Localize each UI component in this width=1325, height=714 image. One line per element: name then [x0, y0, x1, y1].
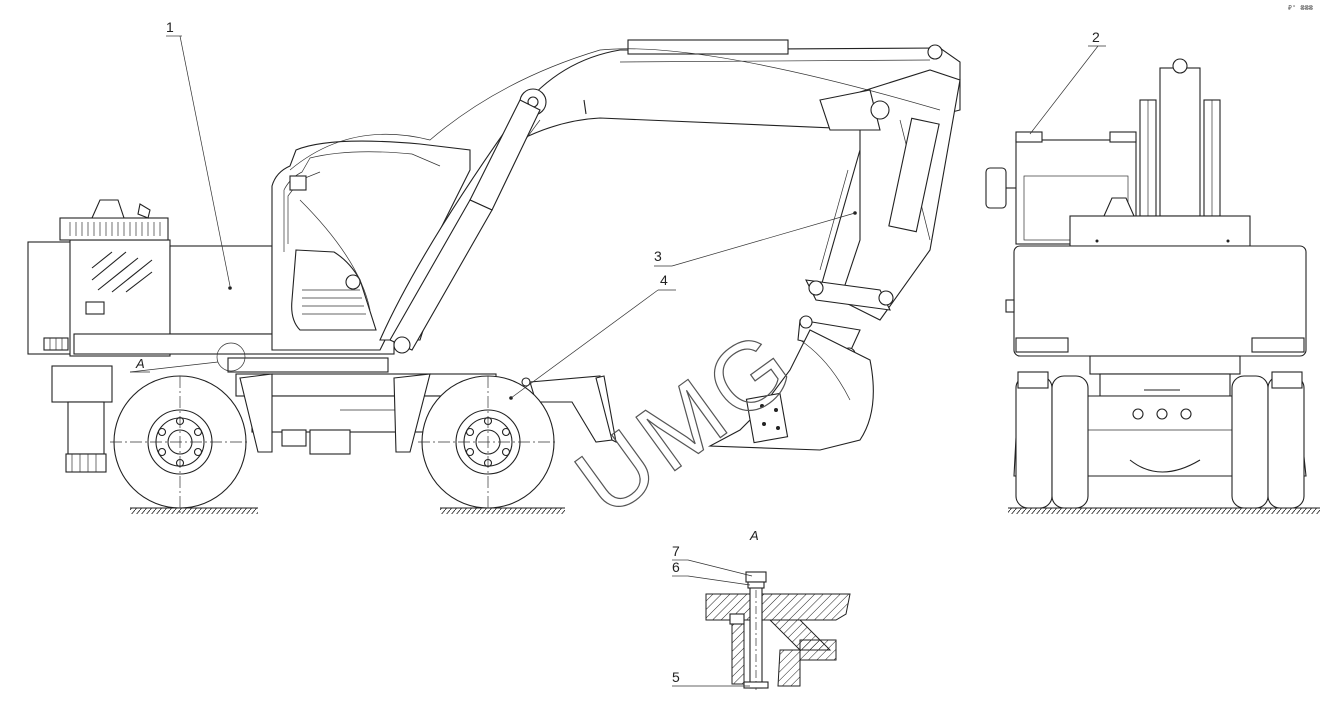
callout-5: 5 — [672, 669, 680, 685]
engine-hood — [27, 199, 171, 357]
callout-2: 2 — [1092, 29, 1100, 45]
callout-7: 7 — [672, 543, 680, 559]
boom-cylinder-top — [627, 39, 789, 55]
wheel-front — [110, 375, 250, 514]
front-view — [985, 58, 1320, 514]
callout-3: 3 — [654, 248, 662, 264]
exhaust-cap — [91, 199, 125, 219]
side-view — [27, 39, 961, 514]
vent-slots — [91, 251, 153, 293]
callout-6: 6 — [672, 559, 680, 575]
ground-hatch-rear — [440, 508, 565, 514]
mirror-left — [985, 167, 1007, 209]
arm — [819, 69, 961, 321]
ground-hatch-front-view — [1008, 508, 1320, 514]
callout-4: 4 — [660, 272, 668, 288]
wheel-rear — [418, 375, 558, 514]
washer — [747, 581, 765, 589]
watermark: UMG — [557, 308, 816, 537]
detail-a-marker-circle — [216, 342, 246, 372]
engine-grille — [69, 222, 161, 236]
operator-cab — [271, 140, 471, 351]
rear-stabilizer — [51, 365, 113, 473]
corner-mark: ₽° ₴₴₴ — [1287, 5, 1313, 13]
side-panel — [169, 245, 273, 335]
detail-a-title: A — [749, 528, 759, 543]
bucket — [707, 329, 874, 451]
callout-1: 1 — [166, 19, 174, 35]
nut — [745, 571, 767, 583]
callouts: 1 2 3 4 A 7 6 5 — [129, 19, 1106, 687]
dozer-blade — [521, 375, 617, 443]
detail-a: A — [705, 528, 851, 690]
ground-hatch-front — [130, 508, 258, 514]
hydraulic-hose — [289, 48, 941, 171]
view-marker-a: A — [135, 356, 145, 371]
boom-cylinder — [345, 99, 541, 354]
